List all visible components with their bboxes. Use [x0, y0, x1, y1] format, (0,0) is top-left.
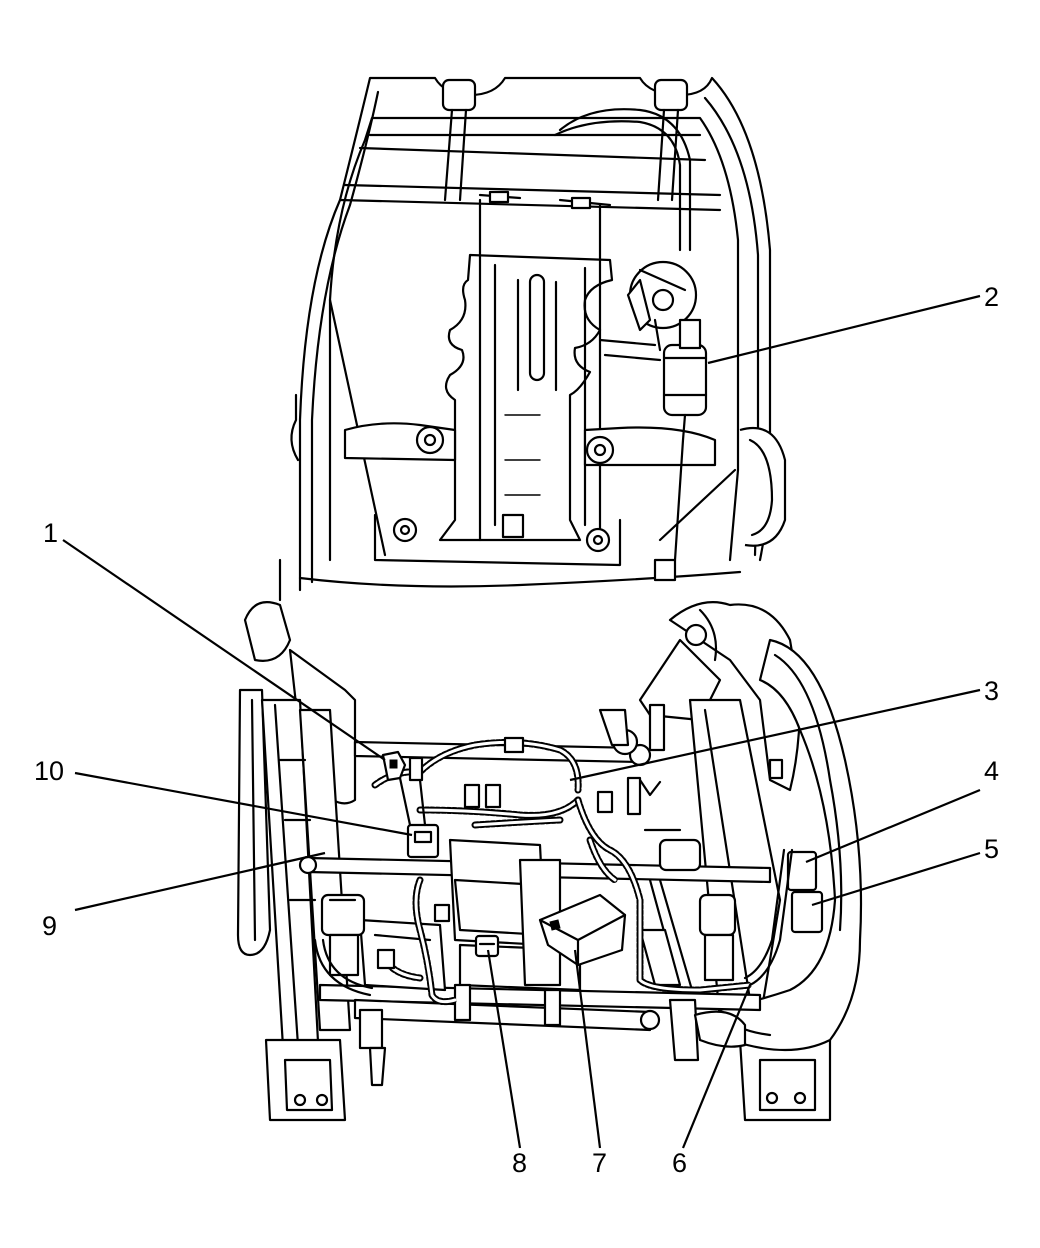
- control-module: [538, 893, 627, 967]
- leader-6: [681, 984, 752, 1149]
- leader-8: [486, 949, 522, 1149]
- sensor: [474, 934, 500, 958]
- right-seat-rail: [688, 638, 863, 1122]
- callout-5: 5: [984, 834, 999, 864]
- callout-8: 8: [512, 1148, 527, 1178]
- leader-lines: [62, 294, 981, 1149]
- callout-1: 1: [43, 518, 58, 548]
- seat-back-frame: [298, 76, 772, 592]
- wiring-harness: [371, 736, 794, 1006]
- callout-9: 9: [42, 911, 57, 941]
- leader-2: [707, 294, 981, 365]
- leader-4: [805, 788, 981, 864]
- leader-1: [62, 539, 386, 761]
- callout-10: 10: [34, 756, 64, 786]
- callout-4: 4: [984, 756, 999, 786]
- leader-7: [573, 949, 602, 1149]
- callout-2: 2: [984, 282, 999, 312]
- lumbar-motor: [598, 260, 708, 582]
- leader-9: [74, 851, 326, 912]
- leader-3: [569, 688, 981, 782]
- callout-3: 3: [984, 676, 999, 706]
- callout-labels: 1 2 3 4 5 6 7 8 9 10: [34, 282, 999, 1178]
- connectors-left: [381, 750, 440, 859]
- leader-5: [811, 851, 981, 907]
- callout-6: 6: [672, 1148, 687, 1178]
- lumbar-support-panel: [438, 190, 614, 542]
- callout-7: 7: [592, 1148, 607, 1178]
- leader-10: [74, 771, 413, 837]
